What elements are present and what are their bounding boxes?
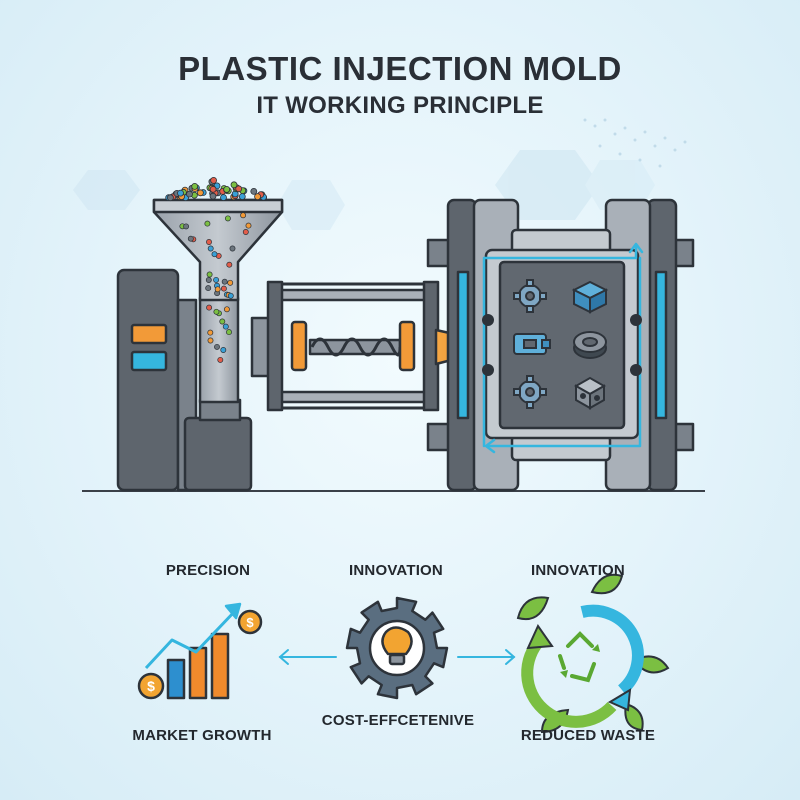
dollar-coin-icon: $ [137, 672, 165, 700]
svg-text:$: $ [246, 615, 254, 630]
pellet [207, 329, 214, 336]
chart-trend-arrow [224, 602, 242, 620]
platen-accent-right [654, 270, 668, 420]
pellet [191, 182, 199, 190]
platen-accent-left [456, 270, 470, 420]
pellet [207, 337, 214, 344]
screw-collar-right [398, 320, 416, 372]
chart-trend-line [144, 608, 238, 670]
recycle-ring-blue [580, 604, 644, 695]
machine-base [183, 416, 253, 492]
background-hexagons [73, 150, 655, 230]
ring-part-icon [573, 331, 607, 359]
control-panel-blue [130, 350, 168, 372]
molded-parts [513, 279, 609, 410]
pellet [250, 187, 258, 195]
pellet [235, 185, 243, 193]
pellet [206, 304, 213, 311]
pellet [166, 194, 174, 202]
dice-part-icon [573, 376, 607, 410]
recycle-ring-green [521, 635, 617, 728]
benefit-bottom-label-cost-effective: COST-EFFCETENIVE [321, 712, 475, 729]
pellet [214, 343, 220, 350]
pellet [220, 347, 227, 353]
pellet [211, 251, 218, 258]
pellet [242, 229, 249, 235]
pellet [213, 276, 220, 283]
pellet [209, 185, 217, 193]
bracket-part-icon [513, 333, 551, 355]
pellet [206, 239, 212, 245]
feed-throat [198, 296, 240, 404]
pellet [222, 323, 229, 330]
pellet [207, 245, 214, 252]
pellet [220, 194, 227, 201]
gear-part-icon [513, 279, 547, 313]
pellet [204, 220, 211, 227]
pellet [223, 185, 231, 193]
lightbulb-base [388, 653, 406, 666]
pellet [183, 223, 190, 230]
pellet [205, 277, 212, 283]
connector-arrows [278, 649, 516, 665]
pellet [223, 306, 230, 313]
pellet [230, 181, 238, 189]
control-panel-orange [130, 323, 168, 345]
page-title: PLASTIC INJECTION MOLD [178, 50, 622, 87]
pellet [219, 318, 226, 325]
pellet [229, 245, 236, 252]
pellet [226, 329, 232, 336]
pellet [221, 278, 228, 285]
chart-bar-1 [166, 658, 186, 700]
pellet [210, 176, 218, 184]
dollar-coin-icon-2: $ [237, 609, 263, 635]
pellet [245, 222, 252, 229]
pellet [186, 190, 193, 198]
screw-collar-left [290, 320, 308, 372]
chart-bar-2 [188, 646, 208, 700]
plastic-pellets [165, 176, 268, 363]
pellet [254, 193, 262, 201]
growth-chart-icon: $ $ [137, 602, 263, 700]
pellet [238, 193, 246, 200]
screw-thread [310, 337, 402, 357]
pellet [205, 285, 212, 292]
benefit-top-label-innovation-2: INNOVATION [531, 562, 625, 579]
recycle-symbol-icon [558, 631, 600, 683]
page-subtitle: IT WORKING PRINCIPLE [256, 92, 544, 119]
gear-part-icon-2 [513, 375, 547, 409]
pellet [240, 212, 247, 219]
arrow-left-icon [278, 649, 337, 665]
lightbulb-icon [381, 626, 413, 656]
pellet [196, 189, 204, 197]
pellet [213, 308, 220, 315]
pellet [224, 215, 231, 222]
pellet [227, 279, 234, 286]
benefit-bottom-label-reduced-waste: REDUCED WASTE [520, 727, 656, 744]
pellet [220, 285, 227, 292]
benefit-top-label-innovation: INNOVATION [349, 562, 443, 579]
pellet [214, 286, 221, 293]
pellet [209, 192, 217, 200]
gear-lightbulb-icon [345, 596, 449, 700]
pellet [217, 356, 224, 363]
background-dots [583, 118, 687, 168]
recycle-leaves-icon [516, 573, 670, 734]
pellet [187, 235, 194, 242]
benefit-bottom-label-market-growth: MARKET GROWTH [132, 727, 272, 744]
benefit-top-label-precision: PRECISION [165, 562, 251, 579]
arrow-right-icon [457, 649, 516, 665]
box-part-icon [571, 280, 609, 314]
mold-bolts [482, 314, 642, 376]
svg-text:$: $ [147, 678, 155, 694]
pellet [177, 189, 184, 197]
pellet [227, 292, 234, 299]
control-cabinet [116, 268, 180, 492]
pellet [206, 271, 213, 278]
pellet [226, 261, 233, 268]
chart-bar-3 [210, 632, 230, 700]
